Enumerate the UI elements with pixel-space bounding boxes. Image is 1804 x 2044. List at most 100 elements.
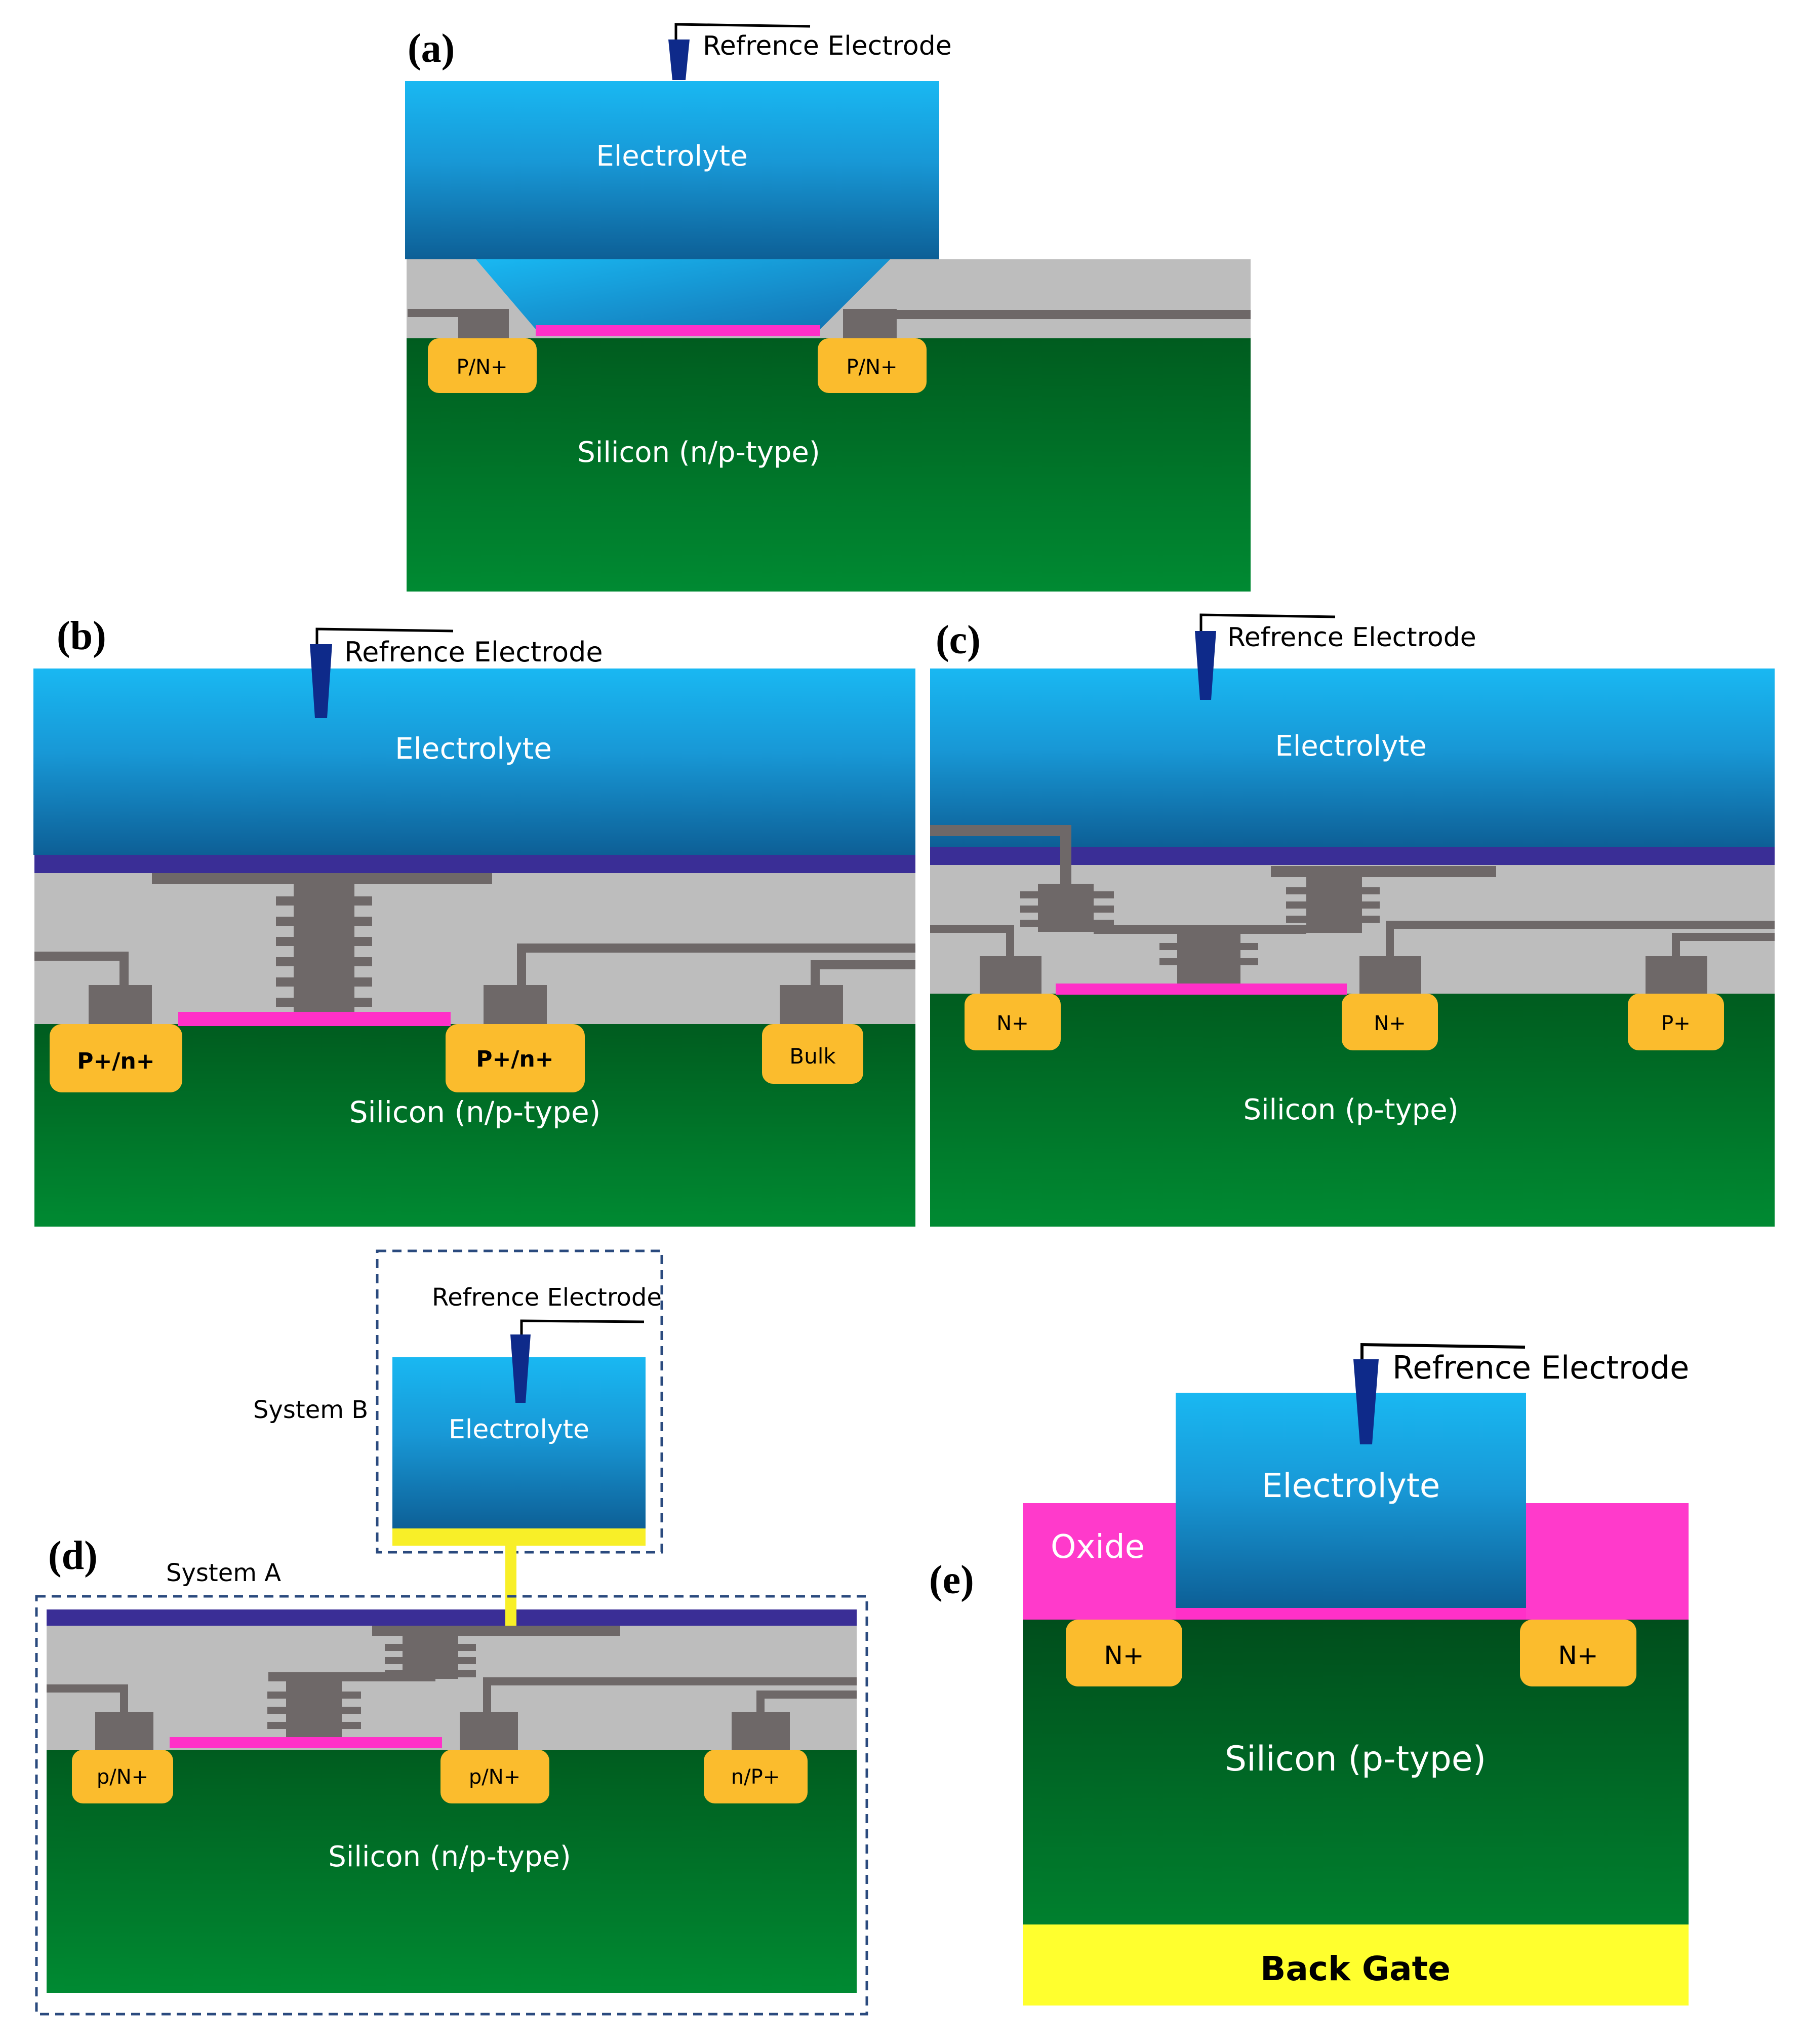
panel-e-electrode-label: Refrence Electrode: [1392, 1349, 1689, 1386]
panel-c-right-doped-label: P+: [1661, 1012, 1691, 1035]
panel-e-letter: (e): [929, 1558, 974, 1602]
panel-b-mid-metal-pad: [484, 985, 547, 1026]
panel-a-letter: (a): [408, 26, 455, 71]
panel-a-gate-film: [536, 325, 820, 336]
panel-a-left-doped-region: [428, 338, 537, 393]
panel-c-right-metal-line: [1672, 933, 1775, 956]
panel-b-bulk-region: [762, 1024, 863, 1084]
panel-c-gate-fingers: [1159, 943, 1258, 965]
panel-a-left-metal-pad: [458, 309, 509, 338]
panel-a-electrolyte-label: Electrolyte: [596, 140, 747, 173]
panel-d-electrolyte-label: Electrolyte: [449, 1414, 589, 1445]
panel-b-left-metal-line: [34, 952, 129, 985]
panel-a-right-metal-line: [894, 310, 1251, 319]
panel-b-electrode-label: Refrence Electrode: [344, 636, 603, 668]
panel-b-left-doped-region: [50, 1024, 182, 1092]
panel-c-reference-electrode-icon: [1195, 631, 1216, 700]
panel-c-left-doped-region: [965, 994, 1061, 1050]
panel-b-mid-doped-label: P+/n+: [476, 1046, 553, 1072]
panel-b-top-plate: [152, 873, 492, 884]
panel-d-left-doped-label: p/N+: [97, 1765, 148, 1789]
panel-e-right-doped-label: N+: [1558, 1641, 1598, 1670]
panel-d-connector: [505, 1545, 516, 1626]
panel-d-gate-fingers: [267, 1692, 361, 1729]
panel-d-link-bar: [268, 1672, 435, 1681]
panel-a-reference-electrode-icon: [668, 40, 690, 80]
panel-b-left-metal-pad: [89, 985, 152, 1026]
panel-e-back-gate-label: Back Gate: [1260, 1949, 1451, 1988]
panel-b-electrolyte-label: Electrolyte: [395, 731, 552, 766]
panel-a-right-doped-label: P/N+: [846, 356, 897, 379]
panel-a-right-metal-pad: [843, 309, 897, 338]
panel-b-bulk-metal-line: [811, 960, 915, 985]
panel-c-electrode-wire: [1199, 613, 1336, 631]
panel-d-passivation: [47, 1609, 857, 1626]
panel-c-mid-metal-line: [1386, 921, 1775, 956]
panel-d-left-metal-line: [47, 1684, 128, 1712]
panel-c-left-metal-line: [930, 925, 1014, 956]
panel-c-left-metal-pad: [980, 956, 1041, 995]
panel-b-gate-film: [178, 1012, 451, 1026]
panel-c-right-stack-fingers: [1286, 887, 1380, 923]
panel-d-extended-gate-pad: [392, 1528, 646, 1546]
panel-d-right-metal-line: [756, 1691, 857, 1712]
panel-a-electrode-wire: [674, 23, 811, 40]
panel-c: (c) Electrolyte: [930, 613, 1775, 1227]
panel-c-letter: (c): [936, 618, 981, 662]
panel-d-system-a-label: System A: [166, 1559, 281, 1587]
panel-d-left-doped-region: [72, 1750, 173, 1803]
panel-b-bulk-label: Bulk: [789, 1044, 836, 1069]
panel-e-electrolyte: [1176, 1393, 1526, 1608]
panel-c-mid-doped-label: N+: [1374, 1012, 1406, 1035]
panel-c-electrolyte-label: Electrolyte: [1275, 730, 1426, 763]
panel-a-left-doped-label: P/N+: [456, 356, 507, 379]
panel-c-left-stack-fingers: [1020, 891, 1114, 927]
panel-d: (d) System B Refrence Electrode Electrol…: [35, 1249, 868, 2016]
panel-c-mid-doped-region: [1342, 994, 1438, 1050]
panel-b-silicon-label: Silicon (n/p-type): [349, 1095, 601, 1129]
panel-d-electrode-wire: [520, 1319, 645, 1346]
panel-e-back-gate: [1023, 1924, 1689, 2006]
panel-e-left-doped-region: [1066, 1620, 1182, 1686]
panel-d-top-plate: [372, 1626, 620, 1636]
panel-c-electrode-label: Refrence Electrode: [1227, 622, 1476, 653]
panel-d-connector-through: [505, 1609, 516, 1626]
panel-e: (e) Oxide Back Gate Electrolyte N+ N+ Si…: [929, 1343, 1689, 2006]
panel-a-electrolyte: [405, 81, 939, 259]
panel-e-left-doped-label: N+: [1104, 1641, 1144, 1670]
panel-c-right-metal-pad: [1646, 956, 1707, 995]
panel-d-system-b-label: System B: [253, 1396, 368, 1424]
panel-b-mid-doped-region: [446, 1024, 585, 1092]
panel-d-mid-metal-line: [483, 1677, 857, 1712]
panel-c-right-doped-region: [1628, 994, 1724, 1050]
panel-a-left-metal-line: [408, 309, 463, 317]
panel-e-gate-film: [1176, 1608, 1526, 1620]
panel-c-mid-metal-pad: [1359, 956, 1421, 995]
panel-d-letter: (d): [48, 1534, 98, 1578]
panel-b-reference-electrode-icon: [310, 644, 332, 718]
panel-c-silicon-label: Silicon (p-type): [1243, 1093, 1458, 1126]
panel-d-reference-electrode-icon: [510, 1334, 531, 1403]
panel-d-mid-doped-region: [440, 1750, 549, 1803]
panel-e-oxide-label: Oxide: [1051, 1528, 1145, 1566]
panel-b-bulk-metal-pad: [780, 985, 843, 1026]
panel-c-passivation: [930, 847, 1775, 865]
panel-c-link-bar: [1094, 925, 1306, 934]
panel-d-right-metal-pad: [732, 1712, 790, 1750]
panel-b-electrode-wire: [315, 627, 454, 644]
panel-a-electrolyte-well: [476, 259, 890, 329]
panel-d-mid-metal-pad: [460, 1712, 518, 1750]
panel-b-letter: (b): [57, 614, 106, 658]
panel-b-mid-metal-line: [517, 944, 915, 985]
panel-a-right-doped-region: [818, 338, 927, 393]
panel-d-left-metal-pad: [95, 1712, 153, 1750]
panel-c-top-plate: [1271, 866, 1496, 877]
panel-b-electrolyte: [33, 669, 915, 855]
panel-a: (a) Electrolyte P/N+ P/N+ Silicon (n/p-t…: [405, 23, 1251, 592]
panel-c-electrolyte: [930, 669, 1775, 847]
panel-e-electrode-wire: [1360, 1343, 1526, 1359]
panel-d-right-doped-region: [704, 1750, 808, 1803]
panel-d-system-a-border: [35, 1595, 868, 2016]
panel-e-reference-electrode-icon: [1353, 1359, 1379, 1444]
